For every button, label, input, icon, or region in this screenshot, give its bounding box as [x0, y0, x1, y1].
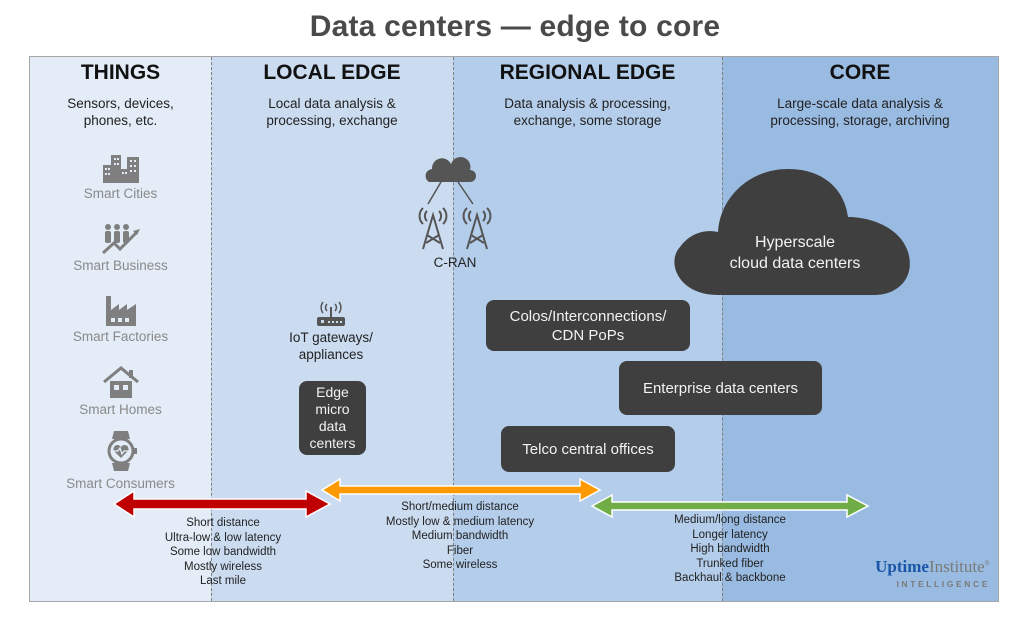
attribute-line: Some wireless — [422, 559, 498, 572]
thing-smart-cities: Smart Cities — [30, 153, 211, 201]
attribute-line: Trunked fiber — [696, 557, 764, 570]
iot-gateway-label: IoT gateways/ appliances — [271, 329, 391, 363]
zone-heading-local-edge: LOCAL EDGE — [263, 61, 401, 84]
long-link-attributes: Medium/long distance Longer latency High… — [650, 513, 810, 586]
attribute-line: Short distance — [186, 517, 260, 529]
uptime-institute-logo: UptimeInstitute® INTELLIGENCE — [875, 557, 990, 589]
zone-heading-regional-edge: REGIONAL EDGE — [499, 61, 676, 84]
thing-smart-consumers: Smart Consumers — [30, 429, 211, 491]
zone-divider — [211, 57, 212, 601]
attribute-line: Medium bandwidth — [411, 530, 509, 543]
logo-brand: Uptime — [875, 557, 929, 576]
logo-brand-rest: Institute — [928, 557, 985, 576]
label-line: data — [318, 418, 347, 434]
short-link-attributes: Short distance Ultra-low & low latency S… — [148, 516, 298, 589]
label-line: CDN PoPs — [551, 326, 625, 344]
desc-line: processing, exchange — [266, 113, 398, 128]
thing-smart-homes: Smart Homes — [30, 365, 211, 417]
attribute-line: Medium/long distance — [674, 514, 786, 526]
desc-line: Local data analysis & — [268, 96, 396, 111]
medium-link-attributes: Short/medium distance Mostly low & mediu… — [370, 500, 550, 573]
diagram-frame: THINGS LOCAL EDGE REGIONAL EDGE CORE Sen… — [29, 56, 999, 602]
thing-label: Smart Business — [73, 258, 168, 273]
zone-description-things: Sensors, devices, phones, etc. — [30, 95, 211, 129]
thing-label: Smart Homes — [79, 402, 162, 417]
attribute-line: High bandwidth — [690, 543, 770, 556]
label-line: Edge — [316, 384, 349, 400]
zone-description-local-edge: Local data analysis & processing, exchan… — [211, 95, 453, 129]
zone-divider — [453, 57, 454, 601]
thing-smart-business: Smart Business — [30, 223, 211, 273]
attribute-line: Longer latency — [692, 528, 768, 541]
attribute-line: Fiber — [446, 544, 474, 557]
thing-label: Smart Cities — [83, 186, 158, 201]
thing-label: Smart Factories — [72, 329, 169, 344]
zone-divider — [722, 57, 723, 601]
attribute-line: Mostly wireless — [184, 560, 262, 573]
attribute-line: Ultra-low & low latency — [164, 531, 282, 544]
hyperscale-cloud-label: Hyperscale cloud data centers — [690, 232, 900, 274]
logo-subtitle: INTELLIGENCE — [896, 579, 990, 589]
business-growth-icon — [101, 224, 140, 255]
label-line: cloud data centers — [729, 255, 861, 272]
label-line: IoT gateways/ — [289, 330, 373, 345]
smartwatch-icon — [107, 431, 137, 471]
desc-line: Sensors, devices, — [67, 96, 174, 111]
city-buildings-icon — [102, 155, 139, 183]
attribute-line: Short/medium distance — [401, 501, 519, 513]
label-line: appliances — [298, 347, 364, 362]
zone-description-core: Large-scale data analysis & processing, … — [722, 95, 998, 129]
label-line: Colos/Interconnections/ — [509, 307, 667, 325]
attribute-line: Mostly low & medium latency — [385, 515, 535, 528]
label-line: micro — [315, 401, 350, 417]
cran-label: C-RAN — [433, 255, 477, 270]
attribute-line: Backhaul & backbone — [674, 572, 786, 585]
label-line: centers — [309, 435, 356, 451]
zone-heading-core: CORE — [829, 61, 891, 84]
enterprise-data-centers-box: Enterprise data centers — [619, 361, 822, 415]
zone-description-regional-edge: Data analysis & processing, exchange, so… — [453, 95, 722, 129]
thing-label: Smart Consumers — [66, 476, 175, 491]
attribute-line: Some low bandwidth — [169, 546, 277, 559]
zone-heading-things: THINGS — [80, 61, 161, 84]
label-line: Hyperscale — [754, 234, 836, 251]
logo-registered: ® — [984, 559, 990, 568]
desc-line: Large-scale data analysis & — [777, 96, 943, 111]
diagram-title: Data centers — edge to core — [309, 10, 721, 43]
desc-line: exchange, some storage — [513, 113, 662, 128]
telco-central-offices-box: Telco central offices — [501, 426, 675, 472]
edge-micro-data-centers-box: Edge micro data centers — [299, 381, 366, 455]
factory-icon — [105, 296, 136, 326]
house-icon — [102, 366, 139, 398]
thing-smart-factories: Smart Factories — [30, 294, 211, 344]
attribute-line: Last mile — [199, 575, 247, 588]
desc-line: processing, storage, archiving — [770, 113, 950, 128]
colos-interconnections-box: Colos/Interconnections/ CDN PoPs — [486, 300, 690, 351]
desc-line: Data analysis & processing, — [504, 96, 671, 111]
desc-line: phones, etc. — [83, 113, 158, 128]
